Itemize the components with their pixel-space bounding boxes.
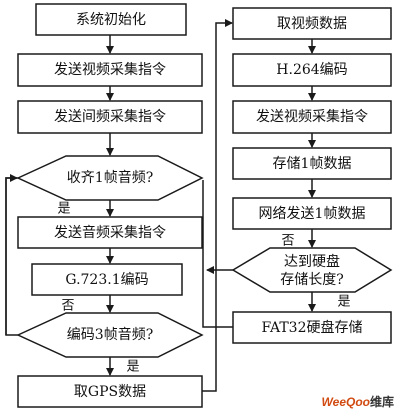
watermark-suffix: 维库 — [369, 395, 394, 409]
yes-label-3: 是 — [337, 295, 350, 310]
encode-h264-label: H.264编码 — [276, 62, 347, 78]
send-audio-cmd-label: 发送音频采集指令 — [54, 224, 166, 241]
yes-label-2: 是 — [126, 360, 139, 375]
store-frame-label: 存储1帧数据 — [273, 156, 352, 172]
yes-label-1: 是 — [57, 202, 70, 217]
encode-g7231-label: G.723.1编码 — [65, 272, 148, 288]
init-box — [35, 3, 187, 36]
check-audio-frame-label: 收齐1帧音频? — [67, 169, 153, 186]
loop-arrow — [5, 177, 18, 336]
get-gps-label: 取GPS数据 — [74, 384, 146, 400]
check-length-label-1: 达到硬盘 — [284, 253, 340, 270]
send-interval-cmd-label: 发送间频采集指令 — [54, 108, 166, 125]
send-video-cmd-label: 发送视频采集指令 — [54, 61, 166, 78]
send-video-cmd-2-label: 发送视频采集指令 — [256, 108, 368, 125]
check-audio-frame-decision — [16, 155, 204, 201]
no-label-2: 否 — [281, 234, 294, 249]
watermark: WeeQoo维库 — [322, 393, 394, 410]
outer-loop-arrow — [5, 174, 18, 335]
fat32-loop-arrow — [202, 180, 233, 328]
no-label-1: 否 — [61, 299, 74, 314]
watermark-brand: WeeQoo — [321, 395, 370, 409]
net-send-label: 网络发送1帧数据 — [259, 206, 366, 222]
init-label: 系统初始化 — [76, 11, 146, 28]
gps-to-video-arrow — [202, 19, 233, 392]
check-length-label-2: 存储长度? — [280, 272, 344, 288]
check-3-frames-label: 编码3帧音频? — [67, 326, 153, 343]
encode-g7231-box — [31, 263, 183, 296]
get-video-label: 取视频数据 — [277, 16, 347, 32]
check-length-decision — [231, 247, 393, 293]
check-3-frames-decision — [16, 312, 204, 358]
fat32-label: FAT32硬盘存储 — [262, 319, 363, 336]
